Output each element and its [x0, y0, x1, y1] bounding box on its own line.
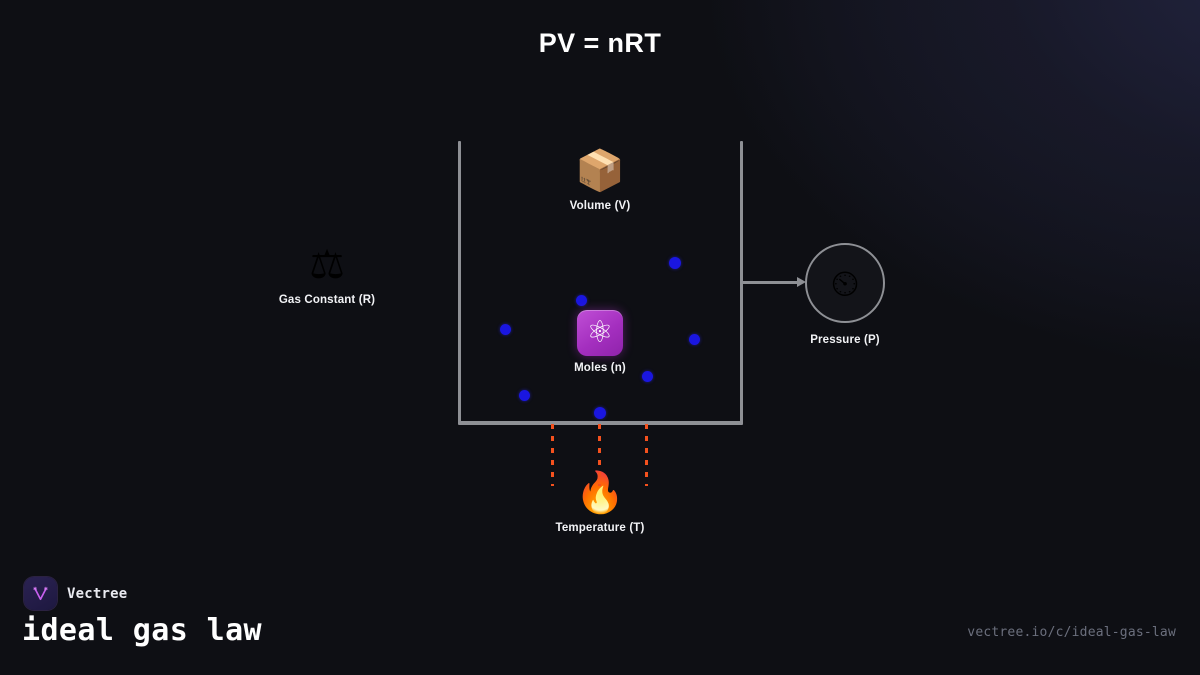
heat-line: [551, 424, 554, 486]
node-moles-label: Moles (n): [574, 362, 626, 374]
node-temperature-label: Temperature (T): [555, 522, 645, 534]
container-wall-left: [458, 141, 461, 424]
node-volume-label: Volume (V): [569, 200, 631, 212]
pressure-connector: [742, 277, 807, 287]
page-slug: ideal gas law: [22, 613, 262, 648]
site-url: vectree.io/c/ideal-gas-law: [967, 625, 1176, 640]
balance-scale-icon: ⚖: [309, 242, 345, 288]
node-gas-constant-label: Gas Constant (R): [278, 294, 376, 306]
timer-gauge-icon: ⏲: [805, 243, 885, 323]
gas-particle: [594, 407, 606, 419]
gas-particle: [669, 257, 681, 269]
gas-particle: [518, 389, 530, 401]
atom-icon: ⚛: [577, 310, 623, 356]
node-pressure-label: Pressure (P): [810, 334, 880, 346]
gas-particle: [575, 294, 587, 306]
node-gas-constant[interactable]: ⚖ Gas Constant (R): [247, 242, 407, 306]
heat-line: [598, 424, 601, 486]
gas-container: [458, 141, 743, 425]
container-wall-bottom: [458, 421, 743, 425]
heat-line: [645, 424, 648, 486]
node-moles[interactable]: ⚛ Moles (n): [520, 310, 680, 374]
brand-row: Vectree: [24, 577, 127, 610]
package-box-icon: 📦: [575, 148, 625, 194]
gas-particle: [499, 323, 511, 335]
node-pressure[interactable]: ⏲ Pressure (P): [765, 243, 925, 346]
page-title: PV = nRT: [538, 28, 662, 58]
gas-particle: [688, 333, 700, 345]
vectree-logo-icon: [24, 577, 57, 610]
node-volume[interactable]: 📦 Volume (V): [520, 148, 680, 212]
container-wall-right: [740, 141, 743, 424]
brand-name: Vectree: [67, 585, 128, 602]
connector-line: [742, 281, 799, 284]
connector-arrow-icon: [797, 277, 806, 287]
gas-particle: [641, 370, 653, 382]
